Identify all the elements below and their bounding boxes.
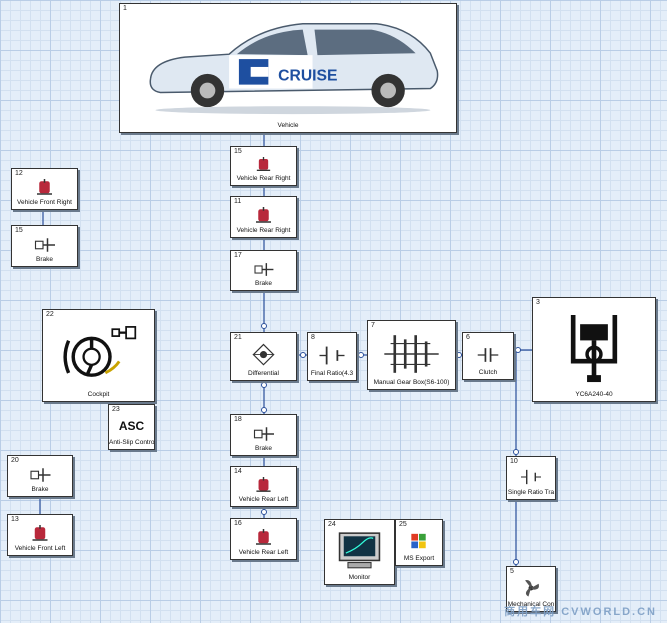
block-label: Anti-Slip Contro [109, 439, 154, 446]
engine-block[interactable]: 3 YC6A240-40 [532, 297, 656, 402]
block-number: 13 [11, 516, 19, 523]
wheel-icon [231, 157, 296, 173]
block-label: Brake [31, 486, 49, 493]
differential-icon [231, 343, 296, 368]
fan-icon [507, 577, 555, 599]
block-label: Differential [248, 370, 279, 377]
block-label: Manual Gear Box(S6-100) [373, 379, 450, 386]
block-number: 3 [536, 299, 540, 306]
block-label: Brake [255, 445, 272, 452]
mechanical-consumer-block[interactable]: 5 Mechanical Con [506, 566, 556, 612]
wheel-icon [8, 525, 72, 543]
block-label: Monitor [348, 574, 371, 581]
block-number: 21 [234, 334, 242, 341]
block-label: Brake [36, 256, 53, 263]
block-number: 15 [15, 227, 23, 234]
gear-ratio-icon [507, 467, 555, 487]
brake-icon [231, 261, 296, 278]
piston-icon [533, 308, 655, 389]
block-label: Vehicle Rear Left [238, 549, 289, 556]
block-label: Vehicle Front Left [14, 545, 66, 552]
block-label: Vehicle Rear Right [236, 175, 291, 182]
wheel-icon [231, 477, 296, 494]
monitor-block[interactable]: 24 Monitor [324, 519, 395, 585]
brake-block-18[interactable]: 18 Brake [230, 414, 297, 456]
block-label: MS Export [403, 555, 435, 562]
cockpit-block[interactable]: 22 Cockpit [42, 309, 155, 402]
wheel-icon [231, 207, 296, 225]
ms-export-block[interactable]: 25 MS Export [395, 519, 443, 566]
block-label: Single Ratio Tra [507, 489, 555, 496]
block-number: 20 [11, 457, 19, 464]
brake-icon [231, 425, 296, 443]
block-label: Brake [255, 280, 272, 287]
block-number: 11 [234, 198, 242, 205]
block-label: Final Ratio(4.3 [310, 370, 354, 377]
brake-block-15[interactable]: 15 Brake [11, 225, 78, 267]
brake-block-17[interactable]: 17 Brake [230, 250, 297, 291]
block-number: 15 [234, 148, 242, 155]
block-label: Vehicle Front Right [17, 199, 72, 206]
block-number: 23 [112, 406, 120, 413]
block-number: 22 [46, 311, 54, 318]
block-number: 10 [510, 458, 518, 465]
wheel-icon [231, 529, 296, 547]
car-icon: CRUISE [120, 10, 456, 118]
asc-icon: ASC [118, 419, 145, 433]
windows-logo-icon [396, 530, 442, 553]
block-number: 14 [234, 468, 242, 475]
block-number: 1 [123, 5, 127, 12]
block-number: 8 [311, 334, 315, 341]
block-label: Mechanical Con [507, 601, 555, 608]
gearbox-block[interactable]: 7 Manual Gear Box(S6-100) [367, 320, 456, 390]
clutch-block[interactable]: 6 Clutch [462, 332, 514, 380]
wheel-front-right-12[interactable]: 12 Vehicle Front Right [11, 168, 78, 210]
wheel-icon [12, 179, 77, 197]
gearbox-icon [368, 331, 455, 377]
block-number: 17 [234, 252, 242, 259]
vehicle-block[interactable]: 1 CRUISE Vehicle [119, 3, 457, 133]
block-number: 25 [399, 521, 407, 528]
final-ratio-block[interactable]: 8 Final Ratio(4.3 [307, 332, 357, 381]
block-label: YC6A240-40 [575, 391, 613, 398]
wheel-rear-left-16[interactable]: 16 Vehicle Rear Left [230, 518, 297, 560]
brake-icon [12, 236, 77, 254]
block-number: 7 [371, 322, 375, 329]
block-number: 6 [466, 334, 470, 341]
block-number: 12 [15, 170, 23, 177]
wheel-rear-right-15[interactable]: 15 Vehicle Rear Right [230, 146, 297, 186]
steering-wheel-icon [43, 320, 154, 389]
block-label: Cockpit [87, 391, 110, 398]
block-number: 24 [328, 521, 336, 528]
monitor-icon [325, 530, 394, 572]
watermark: 商用车网 CVWORLD.CN [504, 606, 657, 618]
block-number: 5 [510, 568, 514, 575]
differential-block[interactable]: 21 Differential [230, 332, 297, 381]
block-number: 16 [234, 520, 242, 527]
clutch-icon [463, 343, 513, 367]
car-logo-text: CRUISE [278, 68, 337, 85]
block-number: 18 [234, 416, 242, 423]
wheel-rear-right-11[interactable]: 11 Vehicle Rear Right [230, 196, 297, 238]
block-label: Vehicle [277, 122, 299, 129]
block-label: Vehicle Rear Right [236, 227, 291, 234]
wheel-rear-left-14[interactable]: 14 Vehicle Rear Left [230, 466, 297, 507]
brake-block-20[interactable]: 20 Brake [7, 455, 73, 497]
block-label: Vehicle Rear Left [238, 496, 289, 503]
asc-block[interactable]: 23 ASC Anti-Slip Contro [108, 404, 155, 450]
single-ratio-block[interactable]: 10 Single Ratio Tra [506, 456, 556, 500]
wheel-front-left-13[interactable]: 13 Vehicle Front Left [7, 514, 73, 556]
brake-icon [8, 466, 72, 484]
gear-ratio-icon [308, 343, 356, 368]
block-label: Clutch [478, 369, 498, 376]
